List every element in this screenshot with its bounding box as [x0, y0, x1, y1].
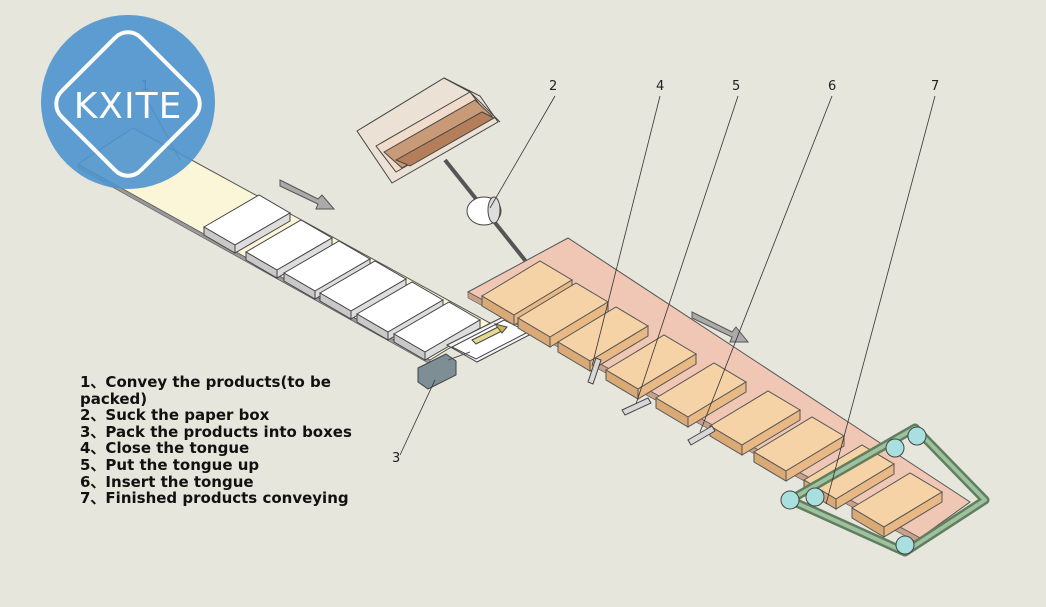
finished-conveyor-belt: [780, 423, 990, 557]
legend-item-6: 6、Insert the tongue: [80, 472, 254, 491]
callout-3: 3: [392, 451, 400, 466]
legend-item-2: 2、Suck the paper box: [80, 406, 270, 425]
logo-text: KXITE: [74, 86, 183, 127]
legend-item-7: 7、Finished products conveying: [80, 489, 349, 508]
flow-arrow-packing: [691, 311, 750, 343]
legend-item-4: 4、Close the tongue: [80, 439, 250, 458]
legend-item-5: 5、Put the tongue up: [80, 455, 260, 474]
kxite-logo: KXITE: [41, 15, 215, 189]
boxes-on-packing-line: [481, 260, 943, 538]
callout-7: 7: [931, 79, 939, 94]
callout-4: 4: [656, 79, 664, 94]
legend-item-1: 1、Convey the products(to be packed): [80, 373, 331, 408]
products-on-infeed: [203, 194, 481, 361]
paper-box-magazine: [356, 77, 501, 184]
suction-cylinder: [466, 196, 502, 226]
legend-item-3: 3、Pack the products into boxes: [80, 422, 352, 441]
pusher-mechanism: [417, 315, 537, 390]
flow-arrow-infeed: [279, 179, 336, 210]
tongue-tools: [587, 357, 716, 446]
callout-5: 5: [732, 79, 740, 94]
process-legend: 1、Convey the products(to be packed) 2、Su…: [80, 374, 410, 507]
callout-2: 2: [549, 79, 557, 94]
callout-6: 6: [828, 79, 836, 94]
